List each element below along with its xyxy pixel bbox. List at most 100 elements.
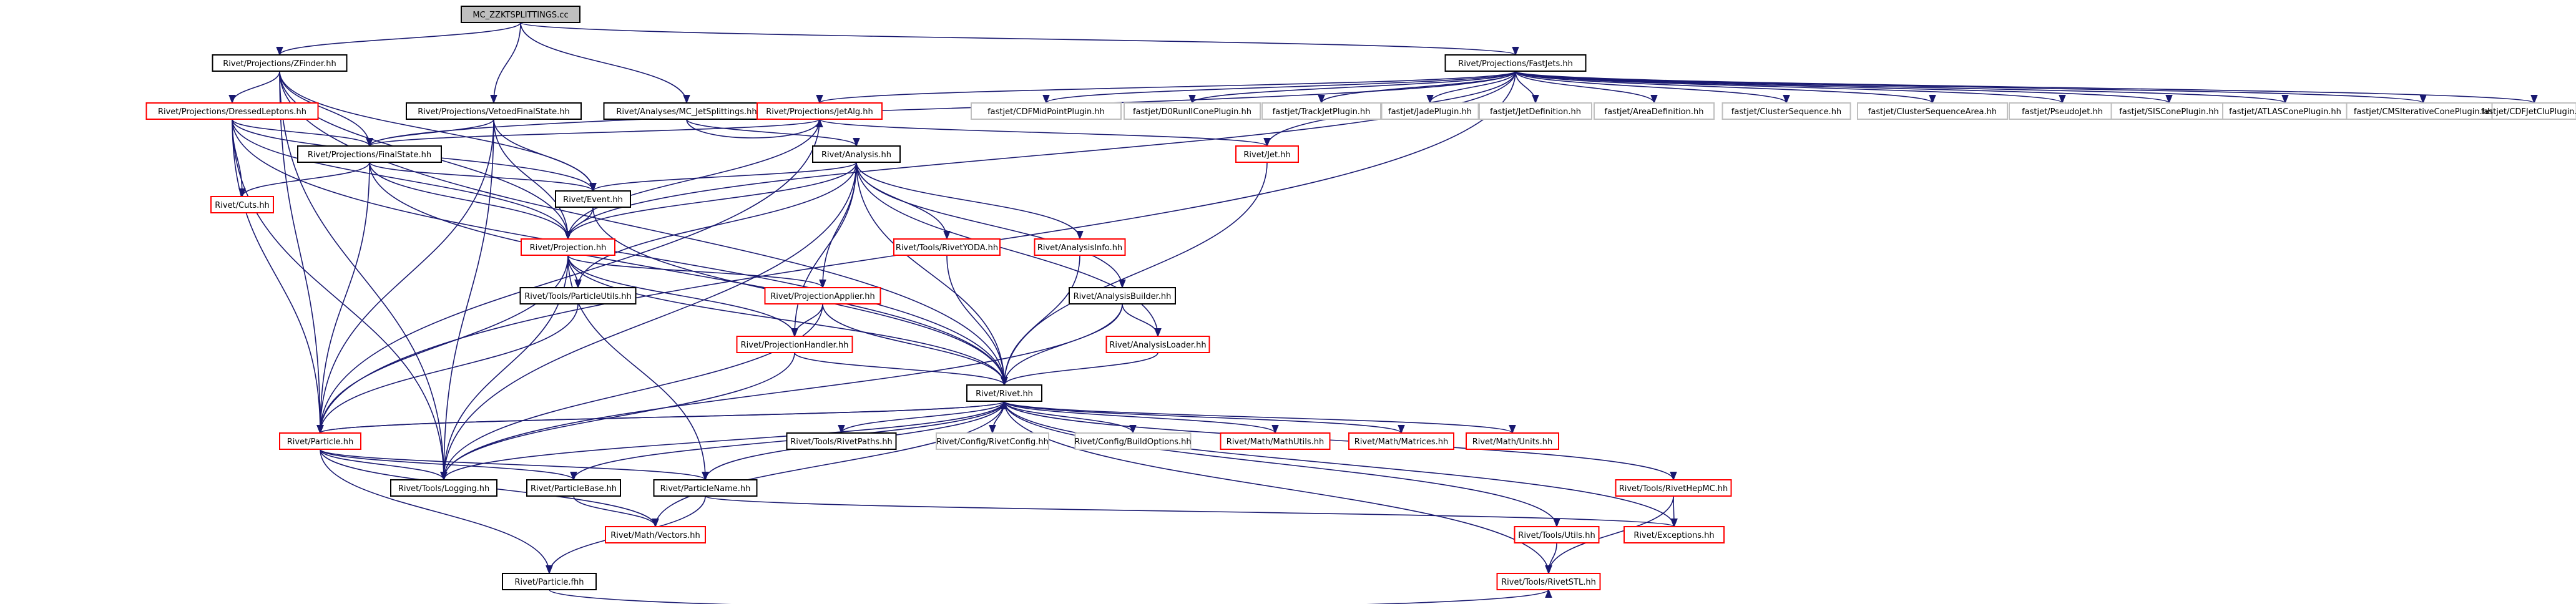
node-box bbox=[406, 102, 582, 120]
node-box bbox=[1721, 102, 1851, 120]
edge-dressed-to-finalstate bbox=[232, 119, 373, 147]
node-box bbox=[736, 336, 853, 353]
node-finalstate[interactable]: Rivet/Projections/FinalState.hh bbox=[297, 145, 442, 163]
node-particle[interactable]: Rivet/Particle.hh bbox=[279, 432, 361, 450]
edge-partbase-to-vectors bbox=[573, 495, 659, 528]
node-cuts[interactable]: Rivet/Cuts.hh bbox=[210, 196, 274, 213]
node-d0run: fastjet/D0RunIIConePlugin.hh bbox=[1124, 102, 1261, 120]
node-box bbox=[812, 145, 901, 163]
node-box bbox=[966, 384, 1042, 402]
node-box bbox=[212, 54, 348, 72]
node-box bbox=[1466, 432, 1559, 450]
node-hepmc[interactable]: Rivet/Tools/RivetHepMC.hh bbox=[1615, 479, 1732, 497]
node-box bbox=[210, 196, 274, 213]
edge-fastjets-to-atlascone bbox=[1515, 71, 2289, 104]
node-label: Rivet/Particle.fhh bbox=[514, 578, 584, 587]
node-logging[interactable]: Rivet/Tools/Logging.hh bbox=[390, 479, 497, 497]
edge-rivet-to-matrices bbox=[1004, 401, 1405, 434]
edge-projection-to-rivet bbox=[567, 255, 1008, 386]
edge-vetoedfs-to-projection bbox=[493, 119, 572, 240]
node-jetdef: fastjet/JetDefinition.hh bbox=[1479, 102, 1592, 120]
edge-finalstate-to-particle bbox=[316, 162, 370, 434]
edge-jetalg-to-finalstate bbox=[366, 119, 820, 147]
node-jetalg[interactable]: Rivet/Projections/JetAlg.hh bbox=[757, 102, 883, 120]
edge-riveryoda-to-rivet bbox=[946, 255, 1008, 386]
node-label: fastjet/CDFMidPointPlugin.hh bbox=[987, 107, 1105, 117]
node-stl[interactable]: Rivet/Tools/RivetSTL.hh bbox=[1496, 573, 1601, 590]
node-rivetpaths[interactable]: Rivet/Tools/RivetPaths.hh bbox=[786, 432, 897, 450]
node-analoader[interactable]: Rivet/AnalysisLoader.hh bbox=[1105, 336, 1210, 353]
node-anainfo[interactable]: Rivet/AnalysisInfo.hh bbox=[1034, 238, 1126, 256]
node-label: Rivet/ProjectionHandler.hh bbox=[741, 341, 849, 350]
node-vectors[interactable]: Rivet/Math/Vectors.hh bbox=[605, 526, 706, 543]
node-clseqarea: fastjet/ClusterSequenceArea.hh bbox=[1857, 102, 2008, 120]
node-riveryoda[interactable]: Rivet/Tools/RivetYODA.hh bbox=[893, 238, 1001, 256]
edge-jetalg-to-projection bbox=[564, 119, 820, 240]
node-analysis[interactable]: Rivet/Analysis.hh bbox=[812, 145, 901, 163]
node-label: fastjet/JadePlugin.hh bbox=[1388, 107, 1472, 117]
node-label: Rivet/Tools/RivetPaths.hh bbox=[790, 437, 893, 447]
node-box bbox=[1074, 432, 1192, 450]
node-root[interactable]: MC_ZZKTSPLITTINGS.cc bbox=[461, 6, 580, 23]
edge-dressed-to-projection bbox=[232, 119, 572, 240]
edge-rivet-to-vectors bbox=[652, 401, 1005, 528]
node-cdfmid: fastjet/CDFMidPointPlugin.hh bbox=[971, 102, 1122, 120]
node-box bbox=[1235, 145, 1299, 163]
node-box bbox=[2009, 102, 2116, 120]
node-units[interactable]: Rivet/Math/Units.hh bbox=[1466, 432, 1559, 450]
edge-vetoedfs-to-finalstate bbox=[366, 119, 494, 147]
node-label: Rivet/AnalysisInfo.hh bbox=[1037, 243, 1122, 253]
node-mathutils[interactable]: Rivet/Math/MathUtils.hh bbox=[1220, 432, 1331, 450]
node-box bbox=[1514, 526, 1600, 543]
node-label: Rivet/Projections/DressedLeptons.hh bbox=[158, 107, 306, 117]
node-label: Rivet/Exceptions.hh bbox=[1633, 531, 1714, 540]
node-fastjets[interactable]: Rivet/Projections/FastJets.hh bbox=[1444, 54, 1587, 72]
node-vetoedfs[interactable]: Rivet/Projections/VetoedFinalState.hh bbox=[406, 102, 582, 120]
node-box bbox=[1594, 102, 1715, 120]
node-label: fastjet/D0RunIIConePlugin.hh bbox=[1133, 107, 1251, 117]
node-partnames[interactable]: Rivet/ParticleName.hh bbox=[653, 479, 758, 497]
node-toolsutils[interactable]: Rivet/Tools/Utils.hh bbox=[1514, 526, 1600, 543]
node-box bbox=[936, 432, 1049, 450]
node-atlascone: fastjet/ATLASConePlugin.hh bbox=[2222, 102, 2348, 120]
node-box bbox=[461, 6, 580, 23]
edge-fastjets-to-clseqarea bbox=[1515, 71, 1936, 104]
node-box bbox=[502, 573, 597, 590]
node-partbase[interactable]: Rivet/ParticleBase.hh bbox=[526, 479, 621, 497]
node-projhandler[interactable]: Rivet/ProjectionHandler.hh bbox=[736, 336, 853, 353]
edge-particle-to-partbase bbox=[320, 449, 577, 481]
edge-fastjets-to-pseudojet bbox=[1515, 71, 2066, 104]
node-box bbox=[521, 238, 615, 256]
node-exceptions[interactable]: Rivet/Exceptions.hh bbox=[1623, 526, 1725, 543]
node-partutils[interactable]: Rivet/Tools/ParticleUtils.hh bbox=[519, 287, 637, 304]
node-dressed[interactable]: Rivet/Projections/DressedLeptons.hh bbox=[145, 102, 319, 120]
node-box bbox=[1348, 432, 1454, 450]
edge-fastjets-to-d0run bbox=[1188, 71, 1516, 104]
node-box bbox=[1444, 54, 1587, 72]
node-matrices[interactable]: Rivet/Math/Matrices.hh bbox=[1348, 432, 1454, 450]
node-box bbox=[1615, 479, 1732, 497]
node-particlefhh[interactable]: Rivet/Particle.fhh bbox=[502, 573, 597, 590]
node-box bbox=[605, 526, 706, 543]
node-label: Rivet/ProjectionApplier.hh bbox=[770, 292, 874, 301]
node-label: Rivet/Projections/VetoedFinalState.hh bbox=[418, 107, 569, 117]
node-rivet[interactable]: Rivet/Rivet.hh bbox=[966, 384, 1042, 402]
node-anabuilder[interactable]: Rivet/AnalysisBuilder.hh bbox=[1069, 287, 1176, 304]
node-mcjetsplit[interactable]: Rivet/Analyses/MC_JetSplittings.hh bbox=[603, 102, 770, 120]
edge-anainfo-to-rivet bbox=[1001, 255, 1080, 386]
node-label: Rivet/Math/Matrices.hh bbox=[1354, 437, 1448, 447]
node-label: Rivet/Tools/ParticleUtils.hh bbox=[524, 292, 631, 301]
edge-event-to-projection bbox=[564, 207, 594, 240]
edge-zfinder-to-event bbox=[279, 71, 597, 192]
node-projection[interactable]: Rivet/Projection.hh bbox=[521, 238, 615, 256]
node-jet[interactable]: Rivet/Jet.hh bbox=[1235, 145, 1299, 163]
node-zfinder[interactable]: Rivet/Projections/ZFinder.hh bbox=[212, 54, 348, 72]
node-projapplier[interactable]: Rivet/ProjectionApplier.hh bbox=[764, 287, 881, 304]
edge-analysis-to-rivet bbox=[856, 162, 1008, 386]
edge-mcjetsplit-to-jetalg bbox=[686, 118, 823, 139]
node-box bbox=[1034, 238, 1126, 256]
node-event[interactable]: Rivet/Event.hh bbox=[555, 190, 631, 208]
edge-vetoedfs-to-logging bbox=[440, 119, 494, 481]
edge-root-to-vetoedfs bbox=[490, 22, 521, 104]
node-label: fastjet/TrackJetPlugin.hh bbox=[1273, 107, 1371, 117]
